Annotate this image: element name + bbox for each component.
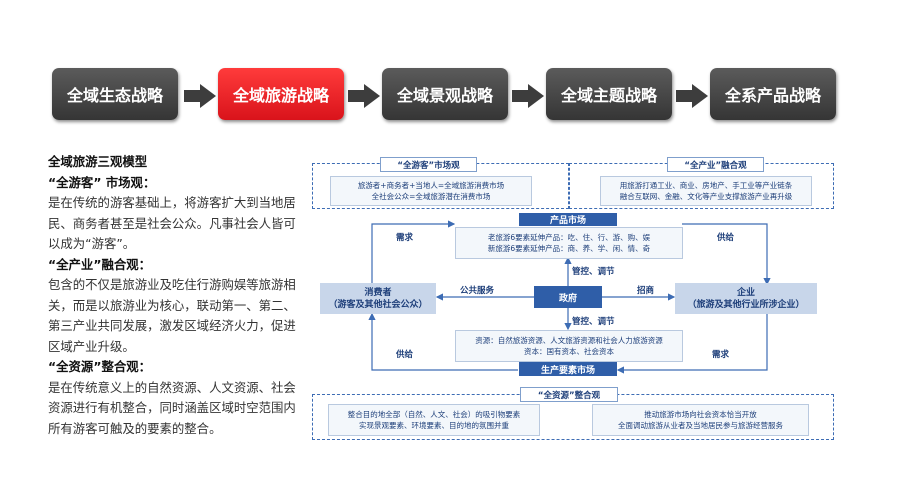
stage-theme: 全域主题战略 xyxy=(546,68,672,120)
industry-view-header: “全产业”融合观 xyxy=(667,157,764,172)
market-line: 旅游者+商务者+当地人=全域旅游消费市场 xyxy=(357,181,505,190)
enterprise-title: 企业 xyxy=(736,287,755,298)
resource-left-box: 整合目的地全部（自然、人文、社会）的吸引物要素 实现景观要素、环境要素、目的地的… xyxy=(328,404,540,436)
industry-view-body: 包含的不仅是旅游业及吃住行游购娱等旅游相关，而是以旅游业为核心，联动第一、第二、… xyxy=(48,277,296,354)
industry-view-box: 用旅游打通工业、商业、房地产、手工业等产业链条 融合互联网、金融、文化等产业支撑… xyxy=(600,176,812,206)
product-line: 老旅游6要素延伸产品：吃、住、行、游、购、娱 xyxy=(487,233,651,242)
regulate-label: 管控、调节 xyxy=(572,317,615,327)
resource-view-body: 是在传统意义上的自然资源、人文资源、社会资源进行有机整合，同时涵盖区域时空范围内… xyxy=(48,379,296,436)
flow-arrow-icon xyxy=(348,84,380,108)
stage-ecology: 全域生态战略 xyxy=(52,68,178,120)
market-line: 全社会公众=全域旅游潜在消费市场 xyxy=(371,192,491,201)
three-view-diagram: “全游客”市场观 “全产业”融合观 “全资源”整合观 旅游者+商务者+当地人=全… xyxy=(312,156,834,440)
resource-view-heading: “全资源”整合观： xyxy=(48,359,152,374)
attract-label: 招商 xyxy=(637,286,655,296)
stage-tourism: 全域旅游战略 xyxy=(218,68,344,120)
consumer-title: 消费者 xyxy=(364,287,392,298)
diagram-connectors xyxy=(368,220,771,374)
product-market-label: 产品市场 xyxy=(519,213,617,226)
resource-right-line: 推动旅游市场向社会资本恰当开放 xyxy=(644,410,757,419)
model-title: 全域旅游三观模型 xyxy=(48,154,148,169)
consumer-box: 消费者 （游客及其他社会公众） xyxy=(320,283,436,314)
resource-left-line: 整合目的地全部（自然、人文、社会）的吸引物要素 xyxy=(347,410,521,419)
supply-label: 供给 xyxy=(396,350,414,360)
flow-arrow-icon xyxy=(676,84,708,108)
resource-view-header: “全资源”整合观 xyxy=(520,387,618,402)
industry-line: 融合互联网、金融、文化等产业支撑旅游产业再升级 xyxy=(619,192,793,201)
public-service-label: 公共服务 xyxy=(460,286,495,296)
demand-label: 需求 xyxy=(712,350,730,360)
flow-arrow-icon xyxy=(184,84,216,108)
supply-label: 供给 xyxy=(717,233,735,243)
resource-line: 资本：国有资本、社会资本 xyxy=(524,347,614,356)
stage-product: 全系产品战略 xyxy=(710,68,836,120)
resource-line: 资源：自然旅游资源、人文旅游资源和社会人力旅游资源 xyxy=(475,336,663,345)
model-description: 全域旅游三观模型 “全游客” 市场观： 是在传统的游客基础上，将游客扩大到当地居… xyxy=(48,152,308,439)
product-market-box: 老旅游6要素延伸产品：吃、住、行、游、购、娱 新旅游6要素延伸产品：商、养、学、… xyxy=(455,227,683,259)
regulate-label: 管控、调节 xyxy=(572,267,615,277)
flow-arrow-icon xyxy=(512,84,544,108)
enterprise-subtitle: （旅游及其他行业所涉企业） xyxy=(687,299,805,310)
market-view-heading: “全游客” 市场观： xyxy=(48,174,156,190)
stage-landscape: 全域景观战略 xyxy=(382,68,508,120)
industry-view-heading: “全产业”融合观： xyxy=(48,256,152,272)
resource-left-line: 实现景观要素、环境要素、目的地的氛围并重 xyxy=(359,421,509,430)
product-line: 新旅游6要素延伸产品：商、养、学、闲、情、奇 xyxy=(487,244,651,253)
market-view-box: 旅游者+商务者+当地人=全域旅游消费市场 全社会公众=全域旅游潜在消费市场 xyxy=(330,176,532,206)
consumer-subtitle: （游客及其他社会公众） xyxy=(328,299,428,310)
strategy-flow: 全域生态战略 全域旅游战略 全域景观战略 全域主题战略 全系产品战略 xyxy=(52,68,842,122)
market-view-body: 是在传统的游客基础上，将游客扩大到当地居民、商务者甚至是社会公众。凡事社会人皆可… xyxy=(48,195,296,251)
resource-right-line: 全面调动旅游从业者及当地居民参与旅游经营服务 xyxy=(618,421,783,430)
demand-label: 需求 xyxy=(396,233,414,243)
government-box: 政府 xyxy=(534,286,602,308)
resource-right-box: 推动旅游市场向社会资本恰当开放 全面调动旅游从业者及当地居民参与旅游经营服务 xyxy=(592,404,809,436)
factor-market-label: 生产要素市场 xyxy=(519,362,617,376)
enterprise-box: 企业 （旅游及其他行业所涉企业） xyxy=(675,283,817,314)
industry-line: 用旅游打通工业、商业、房地产、手工业等产业链条 xyxy=(619,181,793,190)
resource-box: 资源：自然旅游资源、人文旅游资源和社会人力旅游资源 资本：国有资本、社会资本 xyxy=(455,330,683,362)
market-view-header: “全游客”市场观 xyxy=(380,157,477,172)
